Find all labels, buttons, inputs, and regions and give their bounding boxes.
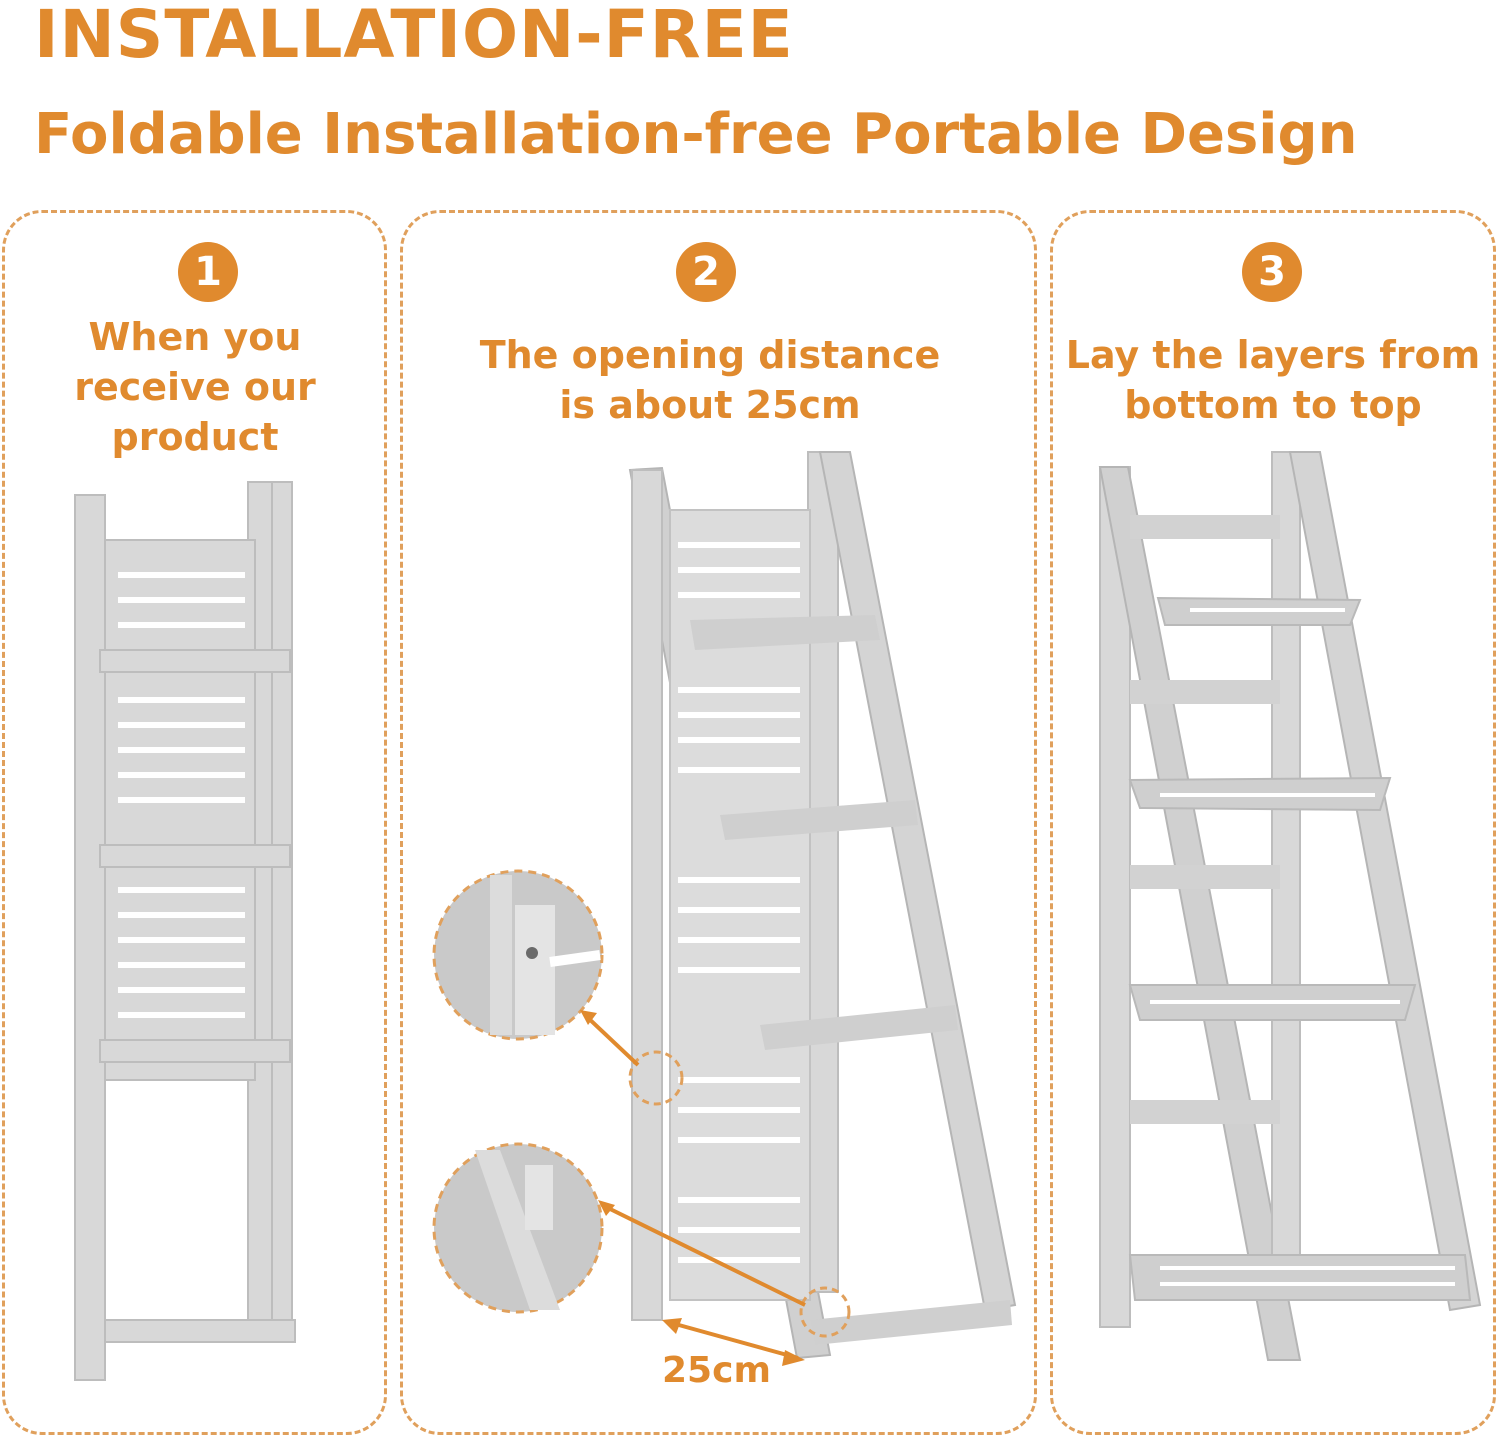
page-title: INSTALLATION-FREE bbox=[34, 0, 794, 73]
opening-shelf-slats bbox=[678, 542, 800, 1263]
page-subtitle: Foldable Installation-free Portable Desi… bbox=[34, 102, 1358, 167]
foot-detail-callout bbox=[432, 1142, 851, 1338]
open-shelf-illustration bbox=[1098, 451, 1482, 1361]
dimension-label: 25cm bbox=[662, 1350, 771, 1391]
step-1-caption-line: product bbox=[111, 415, 279, 459]
step-1-caption-line: When you bbox=[88, 315, 302, 359]
folded-shelf-illustration bbox=[74, 481, 296, 1381]
step-3-panel bbox=[1050, 210, 1496, 1435]
step-2-caption-line: The opening distance bbox=[479, 333, 941, 377]
step-3-caption-line: bottom to top bbox=[1124, 383, 1422, 427]
open-shelf-slats bbox=[1150, 608, 1455, 1286]
step-1-panel bbox=[2, 210, 387, 1435]
step-2-caption-line: is about 25cm bbox=[559, 383, 861, 427]
step-1-number-badge: 1 bbox=[178, 242, 238, 302]
step-3-caption: Lay the layers from bottom to top bbox=[1060, 330, 1486, 430]
step-1-caption-line: receive our bbox=[74, 365, 316, 409]
step-3-number-badge: 3 bbox=[1242, 242, 1302, 302]
step-2-caption: The opening distance is about 25cm bbox=[430, 330, 990, 430]
hinge-detail-callout bbox=[432, 869, 684, 1106]
step-2-number-badge: 2 bbox=[676, 242, 736, 302]
folded-shelf-slats bbox=[118, 572, 245, 1283]
step-2-panel bbox=[400, 210, 1037, 1435]
step-3-caption-line: Lay the layers from bbox=[1065, 333, 1481, 377]
dimension-arrow bbox=[662, 1318, 805, 1366]
opening-shelf-illustration bbox=[628, 451, 1017, 1360]
step-1-caption: When you receive our product bbox=[40, 312, 350, 462]
